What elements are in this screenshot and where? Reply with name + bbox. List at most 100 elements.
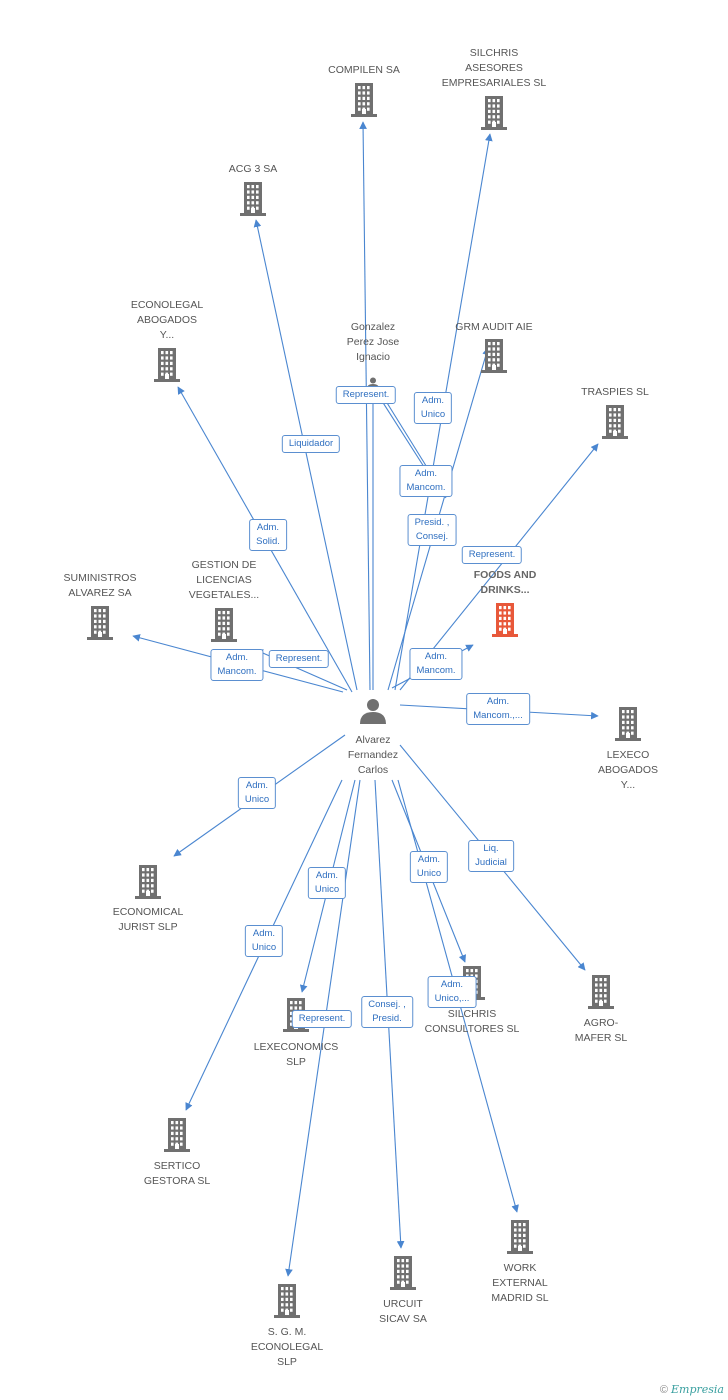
node-label-compilen[interactable]: COMPILEN SA xyxy=(289,63,439,78)
edge-label-silchris_cons[interactable]: Adm. Unico xyxy=(409,851,449,883)
building-icon[interactable] xyxy=(274,1284,300,1318)
building-icon[interactable] xyxy=(602,405,628,439)
building-icon[interactable] xyxy=(211,608,237,642)
edge-label-econolegal_ab-text: Solid. xyxy=(256,536,280,547)
edge-label-silchris_cons-text: Unico xyxy=(416,868,442,879)
building-icon[interactable] xyxy=(135,865,161,899)
edge-label-sertico-text: Unico xyxy=(251,942,277,953)
node-label-econolegal_ab-line: ABOGADOS xyxy=(136,314,198,326)
edge-label-urcuit-text: Consej. , xyxy=(368,999,406,1010)
edge-label-lexeconomics-text: Unico xyxy=(314,884,340,895)
edge-label-grm-text: Consej. xyxy=(415,531,449,542)
node-label-lexeco-line: Y... xyxy=(620,779,636,791)
edge-label-foods[interactable]: Adm. Mancom. xyxy=(409,648,463,680)
edge-label-urcuit[interactable]: Consej. ,Presid. xyxy=(361,996,413,1028)
node-label-gestion-line: LICENCIAS xyxy=(196,574,252,586)
building-icon[interactable] xyxy=(87,606,113,640)
node-label-agro-line: MAFER SL xyxy=(574,1032,628,1044)
edge-label-agro[interactable]: Liq.Judicial xyxy=(468,840,514,872)
node-label-gestion-line: GESTION DE xyxy=(191,559,257,571)
edge-label-gonzalez_adm_unico-text: Unico xyxy=(420,409,446,420)
edge-label-work[interactable]: Adm.Unico,... xyxy=(427,976,477,1008)
node-label-suministros-line: ALVAREZ SA xyxy=(68,587,132,599)
copyright-symbol: © xyxy=(659,1384,668,1396)
center-person-icon[interactable] xyxy=(360,699,386,724)
edge-label-econolegal_ab-text: Adm. xyxy=(256,522,280,533)
edge-label-sgm[interactable]: Represent. xyxy=(291,1010,353,1028)
node-label-gestion-line: VEGETALES... xyxy=(188,589,260,601)
edge-label-acg3[interactable]: Liquidador xyxy=(281,435,341,453)
edge-label-gestion-text: Represent. xyxy=(275,653,323,664)
node-label-foods-line: FOODS AND xyxy=(473,569,537,581)
edge-label-foods-text: Adm. xyxy=(424,651,448,662)
edge-label-foods-text: Mancom. xyxy=(416,665,456,676)
edge-label-agro-text: Liq. xyxy=(483,843,499,854)
node-label-agro-line: AGRO- xyxy=(583,1017,619,1029)
node-label-grm[interactable]: GRM AUDIT AIE xyxy=(419,320,569,335)
node-label-gestion[interactable]: GESTION DE LICENCIAS VEGETALES... xyxy=(149,558,299,603)
node-label-economical-line: JURIST SLP xyxy=(118,921,178,933)
node-label-acg3[interactable]: ACG 3 SA xyxy=(178,162,328,177)
node-label-urcuit-line: SICAV SA xyxy=(379,1313,427,1325)
node-label-work-line: WORK xyxy=(503,1262,537,1274)
node-label-traspies[interactable]: TRASPIES SL xyxy=(540,385,690,400)
edge-label-sgm-text: Represent. xyxy=(298,1013,346,1024)
building-icon[interactable] xyxy=(588,975,614,1009)
icons-layer xyxy=(87,83,641,1318)
node-label-lexeco-line: ABOGADOS xyxy=(597,764,659,776)
building-icon[interactable] xyxy=(390,1256,416,1290)
edge-label-suministros-text: Mancom. xyxy=(217,666,257,677)
node-label-silchris_ase-line: EMPRESARIALES SL xyxy=(441,77,547,89)
edge-label-grm[interactable]: Presid. , Consej. xyxy=(407,514,457,546)
focus-building-icon[interactable] xyxy=(492,603,518,637)
edge-label-gonzalez_represent[interactable]: Represent. xyxy=(335,386,397,404)
edge-label-traspies[interactable]: Represent. xyxy=(461,546,523,564)
edge-label-lexeconomics[interactable]: Adm. Unico xyxy=(307,867,347,899)
node-label-lexeconomics-line: SLP xyxy=(286,1056,306,1068)
building-icon[interactable] xyxy=(507,1220,533,1254)
node-label-econolegal_ab-line: Y... xyxy=(159,329,175,341)
brand-logo[interactable]: Empresia xyxy=(671,1383,724,1396)
edge-label-lexeco[interactable]: Adm.Mancom.,... xyxy=(466,693,530,725)
node-label-silchris_cons-line: SILCHRIS xyxy=(447,1008,497,1020)
building-icon[interactable] xyxy=(615,707,641,741)
edge-label-silchris_cons-text: Adm. xyxy=(417,854,441,865)
building-icon[interactable] xyxy=(154,348,180,382)
edge-label-sertico[interactable]: Adm. Unico xyxy=(244,925,284,957)
edge-label-econolegal_ab[interactable]: Adm. Solid. xyxy=(249,519,287,551)
edge-label-economical[interactable]: Adm.Unico xyxy=(237,777,277,809)
building-icon[interactable] xyxy=(351,83,377,117)
center-person-label-line: Carlos xyxy=(357,764,389,776)
building-icon[interactable] xyxy=(164,1118,190,1152)
building-icon[interactable] xyxy=(240,182,266,216)
edge-label-lexeco-text: Adm. xyxy=(486,696,510,707)
node-label-sgm-line: ECONOLEGAL xyxy=(250,1341,324,1353)
edge-label-silchris_ase[interactable]: Adm.Mancom. xyxy=(399,465,453,497)
edge-label-economical-text: Adm. xyxy=(245,780,269,791)
node-label-agro[interactable]: AGRO- MAFER SL xyxy=(526,1016,676,1046)
edge-label-grm-text: Presid. , xyxy=(414,517,450,528)
edge-label-suministros[interactable]: Adm.Mancom. xyxy=(210,649,264,681)
edge-label-sertico-text: Adm. xyxy=(252,928,276,939)
edge-label-gestion[interactable]: Represent. xyxy=(268,650,330,668)
edge-label-lexeconomics-text: Adm. xyxy=(315,870,339,881)
building-icon[interactable] xyxy=(481,339,507,373)
node-label-silchris_ase-line: ASESORES xyxy=(465,62,523,74)
edge-label-work-text: Unico,... xyxy=(434,993,470,1004)
edge-label-gonzalez_adm_unico[interactable]: Adm.Unico xyxy=(413,392,453,424)
building-icon[interactable] xyxy=(481,96,507,130)
